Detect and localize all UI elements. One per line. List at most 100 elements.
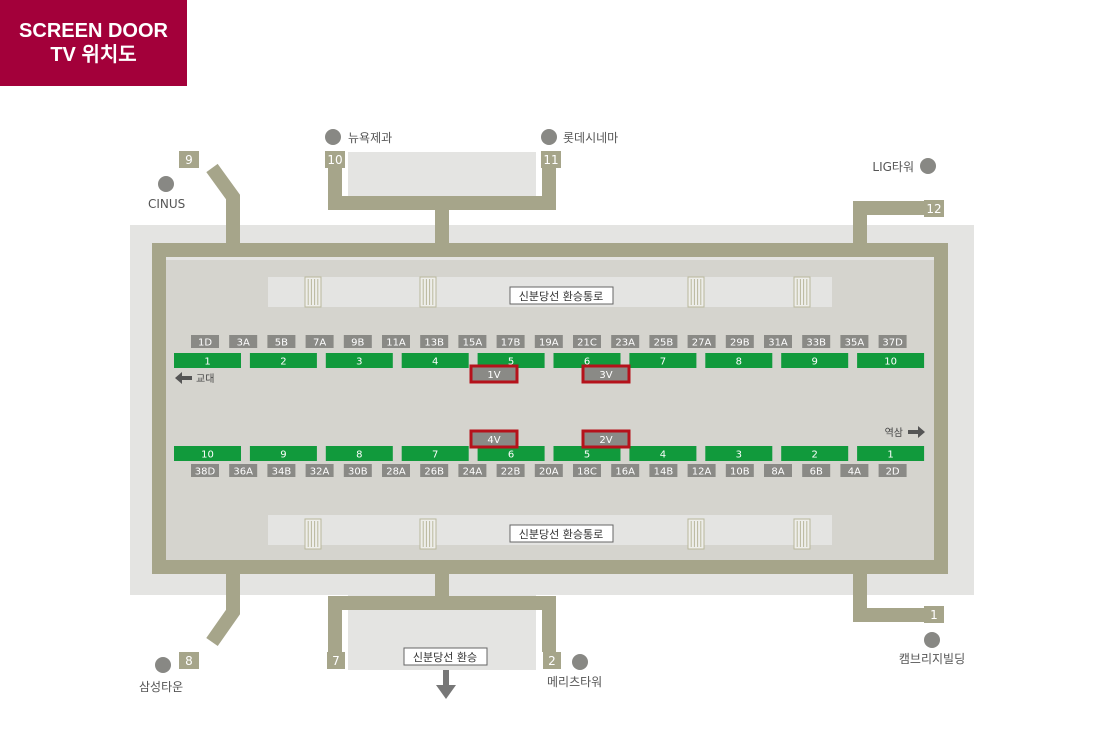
- passage-walls: [152, 163, 948, 652]
- exit-10: 10: [325, 151, 345, 168]
- svg-text:캠브리지빌딩: 캠브리지빌딩: [899, 652, 965, 666]
- svg-text:17B: 17B: [501, 338, 521, 349]
- svg-text:19A: 19A: [539, 338, 559, 349]
- door-code: 21C: [573, 335, 601, 349]
- svg-text:9B: 9B: [351, 338, 364, 349]
- svg-text:1D: 1D: [198, 338, 212, 349]
- platform-door: 9: [781, 353, 849, 368]
- door-code: 33B: [802, 335, 831, 349]
- svg-text:10: 10: [327, 153, 342, 167]
- svg-text:36A: 36A: [233, 467, 253, 478]
- door-code: 16A: [611, 464, 640, 478]
- exit-9: 9: [179, 151, 199, 168]
- screen-door-tv: 2V: [581, 429, 631, 449]
- svg-text:6: 6: [508, 450, 514, 461]
- svg-text:1V: 1V: [487, 370, 500, 381]
- platform-door: 1: [857, 446, 925, 461]
- door-code: 13B: [420, 335, 449, 349]
- door-code: 2D: [878, 464, 907, 478]
- svg-text:뉴욕제과: 뉴욕제과: [348, 131, 392, 145]
- direction-right: 역삼: [885, 426, 925, 439]
- svg-text:7: 7: [660, 357, 666, 368]
- svg-text:1: 1: [204, 357, 210, 368]
- svg-text:24A: 24A: [463, 467, 483, 478]
- staircase-icon: [419, 276, 437, 308]
- door-code: 35A: [840, 335, 869, 349]
- door-code: 26B: [420, 464, 449, 478]
- transfer-label-bottom: 신분당선 환승통로: [509, 524, 614, 543]
- svg-text:3V: 3V: [599, 370, 612, 381]
- platform-door: 10: [857, 353, 925, 368]
- screen-door-tv: 4V: [469, 429, 519, 449]
- svg-text:LIG타워: LIG타워: [872, 160, 914, 174]
- platform-door: 5: [477, 353, 545, 368]
- svg-text:26B: 26B: [424, 467, 444, 478]
- staircases: [304, 276, 811, 550]
- svg-text:신분당선 환승: 신분당선 환승: [413, 651, 477, 664]
- svg-text:3A: 3A: [237, 338, 250, 349]
- landmark-dot-icon: [920, 158, 936, 174]
- svg-text:6: 6: [584, 357, 590, 368]
- platform-door: 2: [781, 446, 849, 461]
- svg-text:10: 10: [201, 450, 214, 461]
- svg-text:10: 10: [884, 357, 897, 368]
- platform-door: 4: [629, 446, 697, 461]
- screen-door-tv: 1V: [469, 364, 519, 384]
- svg-text:2D: 2D: [886, 467, 900, 478]
- door-code: 25B: [649, 335, 678, 349]
- door-code: 5B: [267, 335, 296, 349]
- platform-door: 7: [629, 353, 697, 368]
- platform-door: 6: [553, 353, 621, 368]
- arrow-left-icon: [175, 372, 192, 384]
- exit-7: 7: [327, 652, 345, 669]
- svg-text:33B: 33B: [806, 338, 826, 349]
- platform-door: 7: [401, 446, 469, 461]
- svg-text:32A: 32A: [310, 467, 330, 478]
- station-hall: [166, 260, 934, 560]
- door-code: 15A: [458, 335, 487, 349]
- door-code: 8A: [764, 464, 792, 478]
- direction-left: 교대: [175, 372, 214, 385]
- svg-text:11A: 11A: [386, 338, 406, 349]
- svg-text:메리츠타워: 메리츠타워: [547, 675, 602, 689]
- door-code: 9B: [343, 335, 372, 349]
- svg-text:3: 3: [356, 357, 362, 368]
- title-line-1: SCREEN DOOR: [19, 20, 168, 42]
- svg-text:25B: 25B: [654, 338, 674, 349]
- svg-text:2V: 2V: [599, 435, 612, 446]
- door-code: 24A: [458, 464, 487, 478]
- door-code: 20A: [534, 464, 563, 478]
- svg-text:CINUS: CINUS: [148, 197, 185, 211]
- svg-text:롯데시네마: 롯데시네마: [563, 131, 618, 145]
- svg-text:35A: 35A: [845, 338, 865, 349]
- door-code: 6B: [802, 464, 831, 478]
- platform-door: 3: [705, 446, 773, 461]
- door-code: 18C: [573, 464, 601, 478]
- platform-door: 4: [401, 353, 469, 368]
- svg-text:12: 12: [926, 202, 941, 216]
- svg-text:1: 1: [930, 608, 938, 622]
- svg-text:5B: 5B: [275, 338, 288, 349]
- staircase-icon: [687, 276, 705, 308]
- staircase-icon: [793, 518, 811, 550]
- svg-text:30B: 30B: [348, 467, 368, 478]
- landmark-dot-icon: [325, 129, 341, 145]
- platform-door: 8: [705, 353, 773, 368]
- landmark-lotte-cinema: 롯데시네마: [541, 129, 618, 145]
- door-code: 14B: [649, 464, 678, 478]
- staircase-icon: [687, 518, 705, 550]
- svg-text:9: 9: [812, 357, 818, 368]
- door-code: 38D: [191, 464, 219, 478]
- platform-door: 3: [325, 353, 393, 368]
- door-code: 34B: [267, 464, 296, 478]
- svg-text:3: 3: [736, 450, 742, 461]
- screen-door-tv: 3V: [581, 364, 631, 384]
- svg-text:11: 11: [543, 153, 558, 167]
- door-code: 23A: [611, 335, 640, 349]
- svg-text:20A: 20A: [539, 467, 559, 478]
- landmark-meritz-tower: 메리츠타워: [547, 654, 602, 689]
- svg-text:5: 5: [584, 450, 590, 461]
- svg-text:8: 8: [185, 654, 193, 668]
